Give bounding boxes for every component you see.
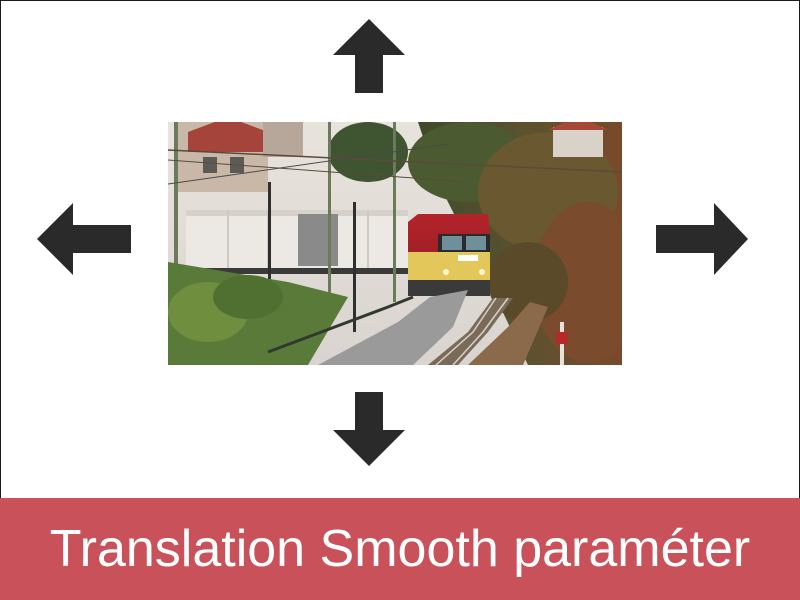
arrow-down-icon <box>333 392 405 468</box>
arrow-right-icon <box>656 203 750 275</box>
slide-title: Translation Smooth paraméter <box>49 520 751 578</box>
arrow-up-icon <box>333 19 405 95</box>
train-photo <box>168 122 622 365</box>
title-banner: Translation Smooth paraméter <box>0 498 800 600</box>
arrow-left-icon <box>37 203 133 275</box>
